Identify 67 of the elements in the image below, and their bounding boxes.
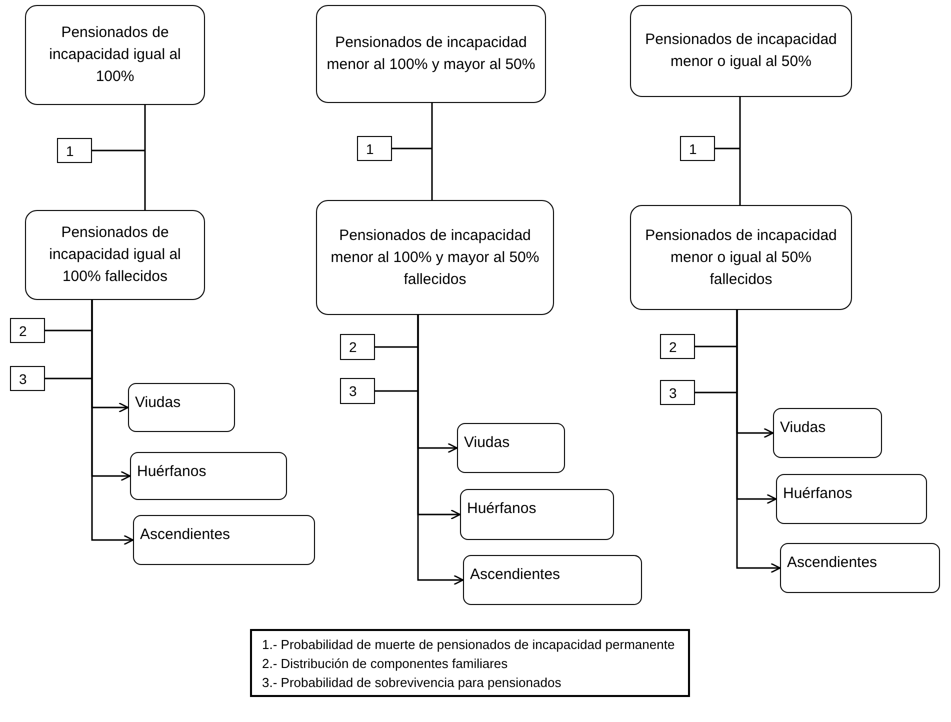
box-label: Ascendientes: [787, 553, 878, 573]
legend-text: 1.- Probabilidad de muerte de pensionados de incapacidad permanente: [262, 636, 675, 654]
rounded-box: [630, 5, 852, 97]
box-label: Pensionados de incapacidad menor o igual al 50%: [644, 30, 838, 72]
arrow: [91, 300, 134, 546]
connector-line: [715, 148, 740, 150]
number-box: [340, 378, 375, 404]
rounded-box: [316, 200, 554, 315]
rounded-box: [133, 515, 315, 565]
step-number: 3: [349, 382, 357, 401]
step-number: 3: [669, 384, 677, 402]
step-number: 2: [349, 338, 357, 357]
rounded-box: [780, 543, 940, 593]
rounded-box: [128, 383, 235, 432]
connector-line: [92, 150, 145, 152]
box-label: Viudas: [135, 393, 181, 413]
step-number: 1: [689, 140, 697, 158]
box-label: Pensionados de incapacidad menor al 100% y mayor al 50% fallecidos: [330, 226, 540, 290]
number-box: [357, 136, 392, 161]
arrow: [417, 315, 464, 586]
connector-line: [392, 148, 432, 150]
legend-text: 3.- Probabilidad de sobrevivencia para pensionados: [262, 674, 562, 692]
rounded-box: [463, 555, 642, 605]
legend-box: [250, 629, 690, 697]
rounded-box: [776, 474, 927, 524]
step-number: 1: [366, 140, 374, 158]
box-label: Huérfanos: [783, 484, 852, 504]
connector-line: [45, 378, 92, 380]
box-label: Viudas: [780, 418, 826, 438]
rounded-box: [25, 5, 205, 105]
box-label: Ascendientes: [140, 525, 230, 545]
rounded-box: [316, 5, 546, 103]
box-label: Viudas: [464, 433, 510, 453]
step-number: 2: [19, 322, 27, 340]
box-label: Pensionados de incapacidad menor o igual al 50% fallecidos: [644, 226, 838, 290]
connector-line: [375, 346, 418, 348]
number-box: [10, 318, 45, 343]
number-box: [660, 334, 695, 359]
connector-line: [144, 105, 146, 210]
rounded-box: [25, 210, 205, 300]
step-number: 3: [19, 370, 27, 388]
connector-line: [375, 390, 418, 392]
number-box: [57, 138, 92, 163]
box-label: Huérfanos: [467, 499, 536, 519]
box-label: Pensionados de incapacidad igual al 100% fallecidos: [48, 223, 182, 287]
box-label: Pensionados de incapacidad menor al 100% y mayor al 50%: [326, 33, 536, 75]
number-box: [680, 136, 715, 161]
connector-line: [695, 346, 737, 348]
step-number: 1: [66, 142, 74, 160]
connector-line: [431, 103, 433, 200]
connector-line: [45, 330, 92, 332]
number-box: [660, 380, 695, 405]
step-number: 2: [669, 338, 677, 356]
rounded-box: [630, 205, 852, 310]
legend-text: 2.- Distribución de componentes familiares: [262, 654, 508, 672]
connector-line: [739, 97, 741, 205]
box-label: Ascendientes: [470, 565, 560, 585]
rounded-box: [130, 452, 287, 500]
rounded-box: [773, 408, 882, 458]
rounded-box: [460, 489, 614, 540]
connector-line: [695, 392, 737, 394]
number-box: [10, 366, 45, 391]
number-box: [340, 334, 375, 360]
arrow: [736, 310, 781, 574]
rounded-box: [457, 423, 565, 473]
box-label: Huérfanos: [137, 462, 206, 482]
box-label: Pensionados de incapacidad igual al 100%: [48, 23, 182, 87]
